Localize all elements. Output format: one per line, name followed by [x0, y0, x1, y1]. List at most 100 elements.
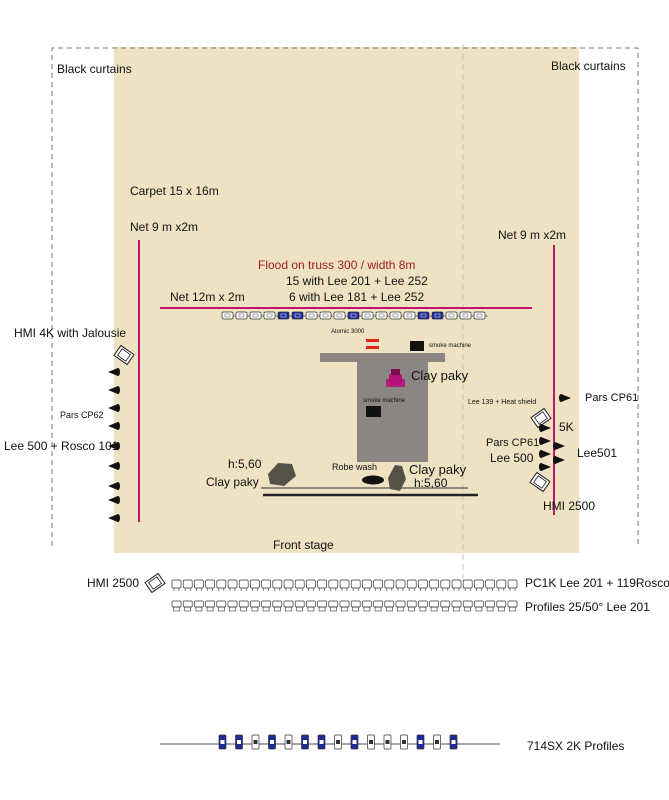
pc1k-fixture-icon [373, 579, 383, 591]
profile-fixture-icon [261, 600, 271, 612]
profile-714-icon [367, 734, 375, 750]
platform-bar [320, 353, 445, 362]
black-curtains-outline [51, 47, 639, 546]
carpet-area [114, 47, 579, 553]
pc1k-fixture-icon [474, 579, 484, 591]
lee501-label: Lee501 [577, 446, 618, 460]
profile-fixture-icon [194, 600, 204, 612]
pc1k-fixture-icon [261, 579, 271, 591]
pc1k-fixture-icon [462, 579, 473, 591]
pc1k-fixture-icon [384, 579, 395, 591]
hmi-4k-label: HMI 4K with Jalousie [14, 326, 127, 340]
pc1k-fixture-icon [216, 579, 227, 591]
pc1k-fixture-icon [429, 579, 439, 591]
profile-fixture-icon [474, 600, 484, 612]
flood-fixture-icon [305, 311, 318, 320]
profile-714-icon [334, 734, 342, 750]
hmi-2500-left-icon [144, 572, 166, 594]
par-can-icon [108, 368, 120, 376]
clay-paky-center-label: Clay paky [411, 368, 469, 383]
profile-fixture-icon [250, 600, 260, 612]
profile-fixture-icon [507, 600, 518, 612]
par-can-icon [108, 496, 120, 504]
pc1k-fixture-icon [395, 579, 406, 591]
pc1k-row [171, 579, 518, 591]
profile-714-icon [400, 734, 408, 750]
par-can-icon [539, 450, 551, 458]
pc1k-fixture-icon [306, 579, 316, 591]
pc1k-fixture-icon [362, 579, 372, 591]
flood-fixture-icon [277, 311, 290, 320]
profile-714-icon [383, 734, 392, 750]
flood-line-2: 6 with Lee 181 + Lee 252 [289, 290, 425, 304]
par-can-icon [108, 514, 120, 522]
flood-fixture-icon [389, 311, 402, 320]
flood-fixture-icon [235, 311, 248, 320]
profile-fixture-icon [496, 600, 507, 612]
flood-fixture-icon [319, 311, 332, 320]
pc1k-fixture-icon [496, 579, 507, 591]
net-right-label: Net 9 m x2m [498, 228, 567, 242]
profile-714-icon [284, 734, 293, 750]
pc1k-fixture-icon [317, 579, 327, 591]
profile-fixture-icon [350, 600, 361, 612]
profile-714-icon [218, 734, 227, 750]
profile-fixture-icon [328, 600, 339, 612]
flood-fixture-icon [431, 311, 444, 320]
pc1k-fixture-icon [507, 579, 518, 591]
profile-714-icon [235, 734, 243, 750]
profile-714-icon [301, 734, 309, 750]
atomic-label: Atomic 3000 [331, 329, 365, 335]
flood-fixture-icon [291, 311, 304, 320]
profile-fixture-icon [272, 600, 283, 612]
carpet-label: Carpet 15 x 16m [130, 184, 219, 198]
profile-fixture-icon [216, 600, 227, 612]
robe-wash-label: Robe wash [332, 462, 378, 472]
profile-fixture-icon [485, 600, 495, 612]
pc1k-fixture-icon [328, 579, 339, 591]
pc1k-label: PC1K Lee 201 + 119Rosco [525, 576, 669, 590]
pc1k-fixture-icon [418, 579, 428, 591]
smoke-machine-center [366, 406, 381, 417]
profile-fixture-icon [384, 600, 395, 612]
profile-fixture-icon [339, 600, 350, 612]
profile-fixture-icon [306, 600, 316, 612]
black-curtains-right-label: Black curtains [551, 59, 626, 73]
pars-cp61-right-label: Pars CP61 [585, 392, 639, 404]
h560-left-label: h:5,60 [228, 457, 262, 471]
h560-right-label: h:5,60 [414, 476, 448, 490]
hmi-5k-icon [530, 407, 552, 429]
lee500-label: Lee 500 [490, 451, 534, 465]
truss-fixtures [221, 311, 486, 320]
flood-fixture-icon [249, 311, 262, 320]
net-mid-label: Net 12m x 2m [170, 290, 245, 304]
pars-cp62-label: Pars CP62 [60, 410, 104, 420]
flood-fixture-icon [375, 311, 388, 320]
smoke-machine-top [410, 341, 424, 351]
profile-714-icon [317, 734, 326, 750]
profile-714-icon [449, 734, 458, 750]
par-can-icon [108, 442, 120, 450]
pc1k-fixture-icon [182, 579, 193, 591]
profile-fixture-icon [462, 600, 473, 612]
left-pars [108, 368, 120, 522]
profile-fixture-icon [317, 600, 327, 612]
profile-fixture-icon [227, 600, 238, 612]
par-can-icon [539, 437, 551, 445]
pc1k-fixture-icon [294, 579, 305, 591]
profile-fixture-icon [373, 600, 383, 612]
profile-714-icon [268, 734, 276, 750]
flood-title: Flood on truss 300 / width 8m [258, 258, 416, 272]
pc1k-fixture-icon [205, 579, 215, 591]
flood-fixture-icon [333, 311, 346, 320]
flood-fixture-icon [361, 311, 374, 320]
pc1k-fixture-icon [350, 579, 361, 591]
profile-714-icon [251, 734, 260, 750]
pc1k-fixture-icon [238, 579, 249, 591]
front-stage-label: Front stage [273, 538, 334, 552]
par-can-icon [553, 442, 565, 450]
profile-714-fixtures [218, 734, 458, 750]
clay-paky-right-icon [388, 465, 406, 491]
hmi-2500-left-label: HMI 2500 [87, 576, 140, 590]
profile-714-icon [433, 734, 441, 750]
